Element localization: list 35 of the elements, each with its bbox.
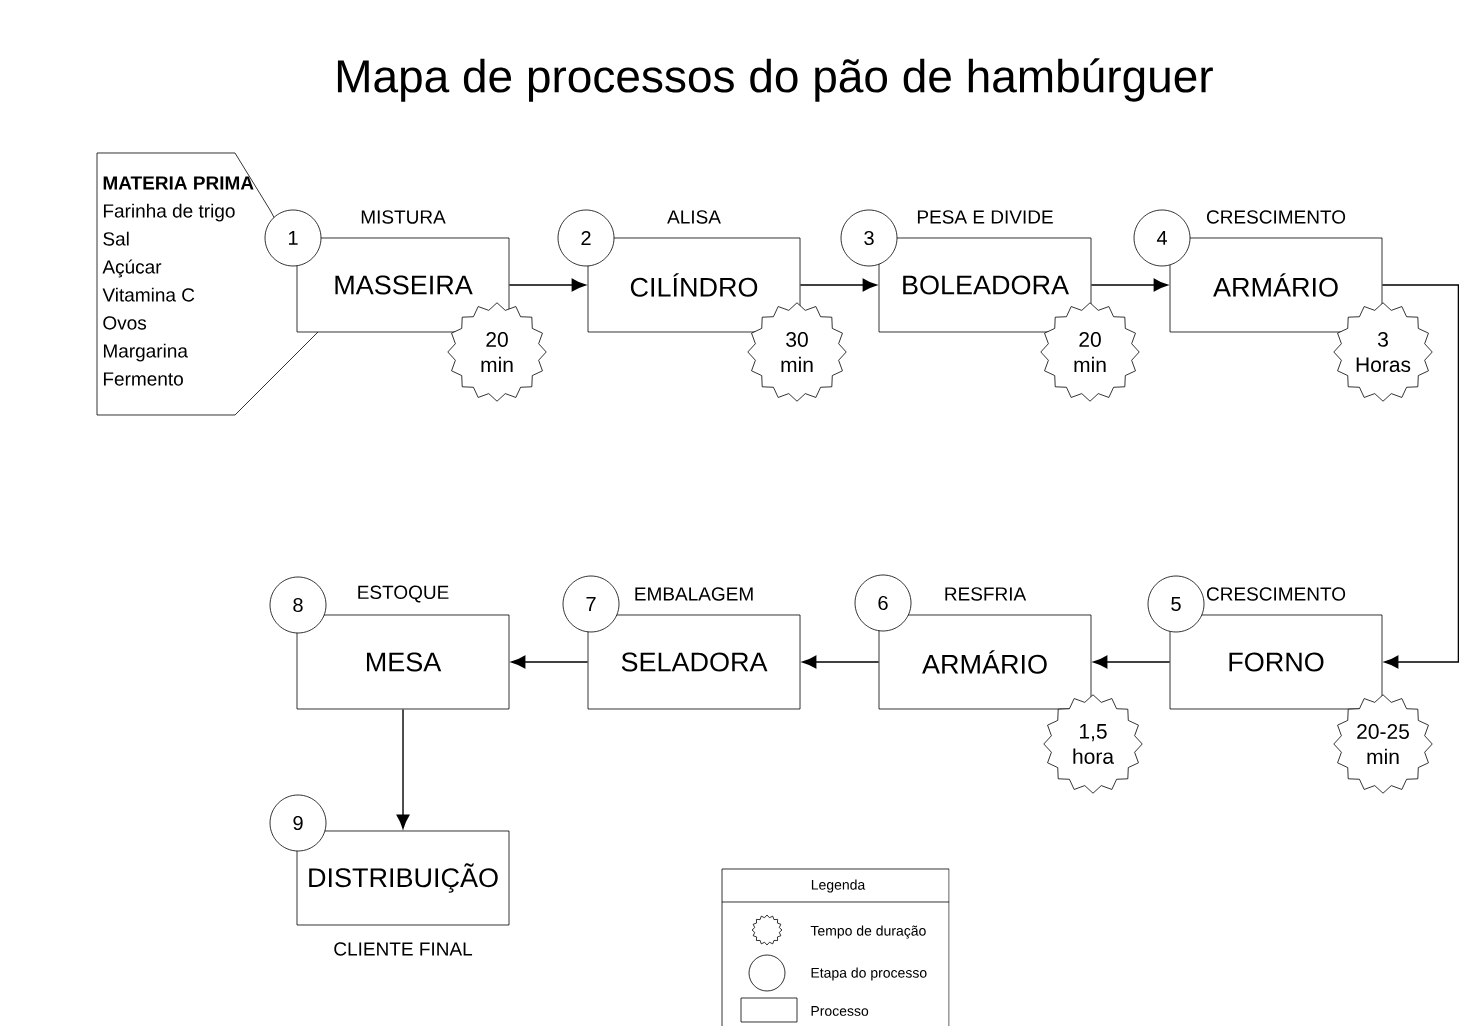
- title: Mapa de processos do pão de hambúrguer: [337, 58, 1213, 102]
- duration-star: 3 Horas: [1333, 302, 1433, 402]
- duration-star: 20-25 min: [1333, 694, 1433, 794]
- process-box: ARMÁRIO: [878, 614, 1092, 710]
- duration-star: 30 min: [747, 302, 847, 402]
- arrow: [799, 278, 877, 292]
- duration-star: 1,5 hora: [1043, 694, 1143, 794]
- process-box: DISTRIBUIÇÃO: [296, 830, 510, 926]
- duration-star: 20 min: [1040, 302, 1140, 402]
- process-box: MESA: [296, 614, 510, 710]
- box-caption: CLIENTE FINAL: [334, 942, 473, 956]
- step-heading: ESTOQUE: [358, 585, 449, 603]
- process-box: SELADORA: [587, 614, 801, 710]
- legend-text: Tempo de duração: [810, 925, 926, 939]
- legend-text: Etapa do processo: [811, 967, 927, 981]
- arrow: [802, 655, 880, 669]
- step-heading: CRESCIMENTO: [1206, 587, 1346, 601]
- process-box: ARMÁRIO: [1169, 237, 1383, 333]
- arrow: [1093, 655, 1171, 669]
- arrow: [1381, 284, 1459, 669]
- step-heading: PESA E DIVIDE: [917, 210, 1053, 224]
- step-heading: MISTURA: [361, 210, 446, 224]
- legend-text: Processo: [811, 1006, 869, 1016]
- duration-star: 20 min: [447, 302, 547, 402]
- arrow: [511, 655, 589, 669]
- legend-title: Legenda: [811, 879, 866, 893]
- step-heading: RESFRIA: [945, 587, 1027, 601]
- step-heading: CRESCIMENTO: [1206, 210, 1346, 224]
- step-heading: EMBALAGEM: [635, 587, 753, 601]
- arrow: [396, 708, 410, 829]
- process-box: FORNO: [1169, 614, 1383, 710]
- process-box: BOLEADORA: [878, 237, 1092, 333]
- arrow: [508, 278, 586, 292]
- step-heading: ALISA: [667, 210, 721, 224]
- arrow: [1090, 278, 1168, 292]
